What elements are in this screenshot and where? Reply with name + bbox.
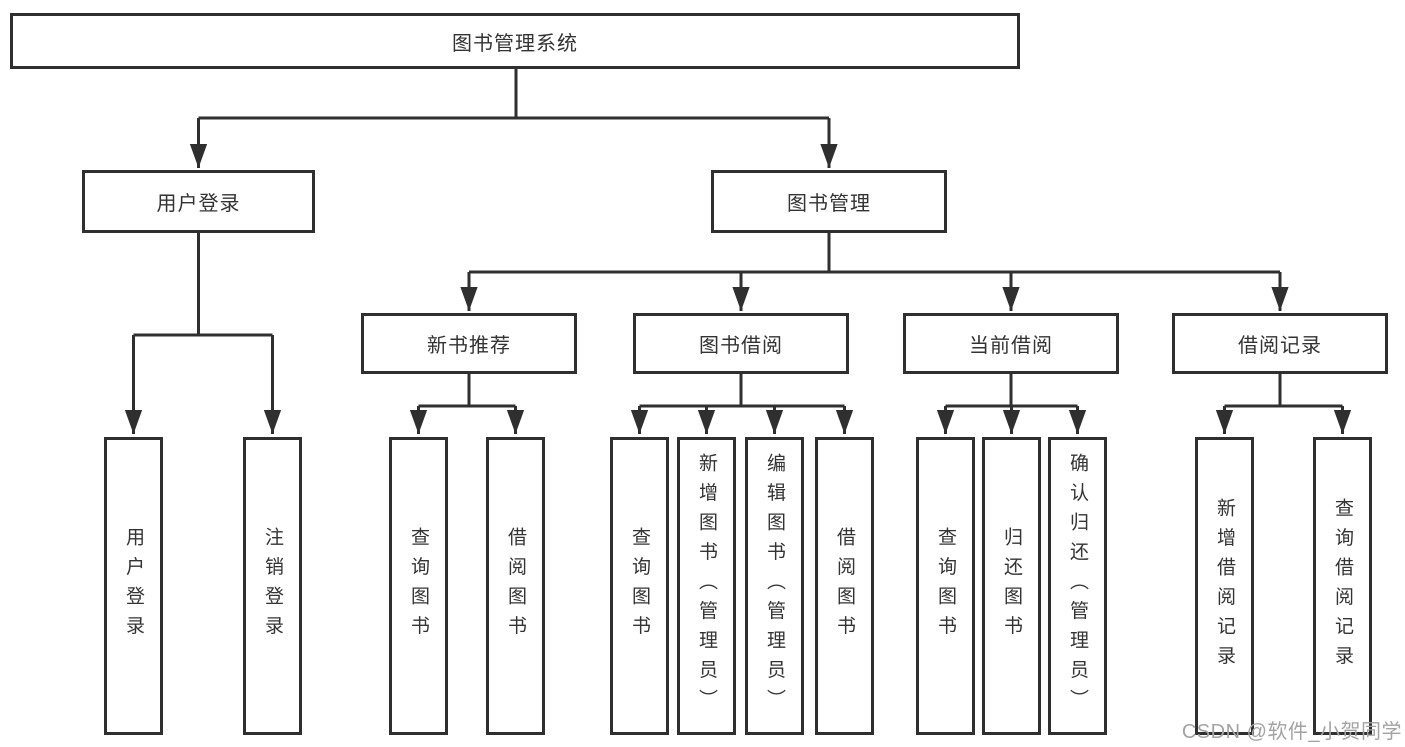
node-user-login: 用户登录 [82, 170, 315, 233]
leaf-edit-book-admin: 编辑图书（管理员） [745, 437, 804, 735]
leaf-logout: 注销登录 [243, 437, 302, 735]
leaf-user-login: 用户登录 [104, 437, 163, 735]
leaf-add-book-admin: 新增图书（管理员） [677, 437, 736, 735]
node-new-book-recommendation: 新书推荐 [361, 313, 577, 374]
leaf-borrow-books: 借阅图书 [815, 437, 874, 735]
node-book-borrowing: 图书借阅 [633, 313, 849, 374]
node-borrowing-records: 借阅记录 [1172, 313, 1388, 374]
leaf-query-books-recommend: 查询图书 [389, 437, 448, 735]
leaf-add-borrow-record: 新增借阅记录 [1195, 437, 1254, 735]
node-current-borrowing: 当前借阅 [903, 313, 1119, 374]
node-book-management: 图书管理 [711, 170, 947, 233]
leaf-confirm-return-admin: 确认归还（管理员） [1048, 437, 1107, 735]
leaf-query-books-borrow: 查询图书 [610, 437, 669, 735]
leaf-query-books-current: 查询图书 [916, 437, 975, 735]
leaf-borrow-books-recommend: 借阅图书 [486, 437, 545, 735]
csdn-watermark: CSDN @软件_小贺同学 [1181, 721, 1402, 743]
node-library-management-system: 图书管理系统 [10, 13, 1020, 69]
leaf-return-books: 归还图书 [982, 437, 1041, 735]
leaf-query-borrow-record: 查询借阅记录 [1313, 437, 1372, 735]
